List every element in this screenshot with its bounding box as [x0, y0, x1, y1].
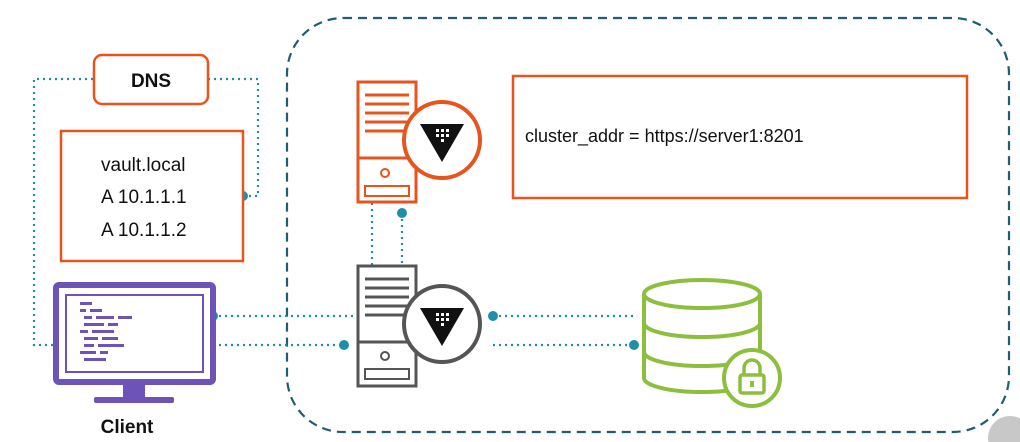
- dot-vault-right: [488, 311, 498, 321]
- connector-dns-records: [208, 77, 260, 198]
- vault-triangle-icon: [420, 124, 464, 162]
- client-monitor-icon: [53, 282, 216, 403]
- vault-triangle-icon: [420, 308, 464, 346]
- config-box: [511, 74, 969, 200]
- dot-server-top: [397, 208, 407, 218]
- corner-badge-icon: [988, 416, 1020, 442]
- dot-storage-left: [629, 340, 639, 350]
- connector-dns-client: [32, 77, 93, 347]
- vault-badge-active: [402, 100, 482, 180]
- config-text: cluster_addr = https://server1:8201: [525, 126, 804, 147]
- dns-box: [92, 53, 210, 106]
- dns-record-line: A 10.1.1.1: [101, 187, 187, 208]
- connectors: [32, 77, 634, 347]
- client-label: Client: [101, 417, 154, 438]
- dns-records-node: vault.local A 10.1.1.1 A 10.1.1.2: [59, 129, 245, 263]
- cluster-boundary: [285, 16, 1011, 434]
- dot-server-left: [339, 340, 349, 350]
- dns-record-line: A 10.1.1.2: [101, 220, 187, 241]
- dns-label: DNS: [131, 71, 171, 92]
- config-node: cluster_addr = https://server1:8201: [511, 74, 969, 200]
- lock-icon: [722, 348, 782, 408]
- dns-record-line: vault.local: [101, 155, 186, 176]
- vault-badge-standby: [402, 284, 482, 364]
- dns-records-box: [59, 129, 245, 263]
- dns-node: DNS: [92, 53, 210, 106]
